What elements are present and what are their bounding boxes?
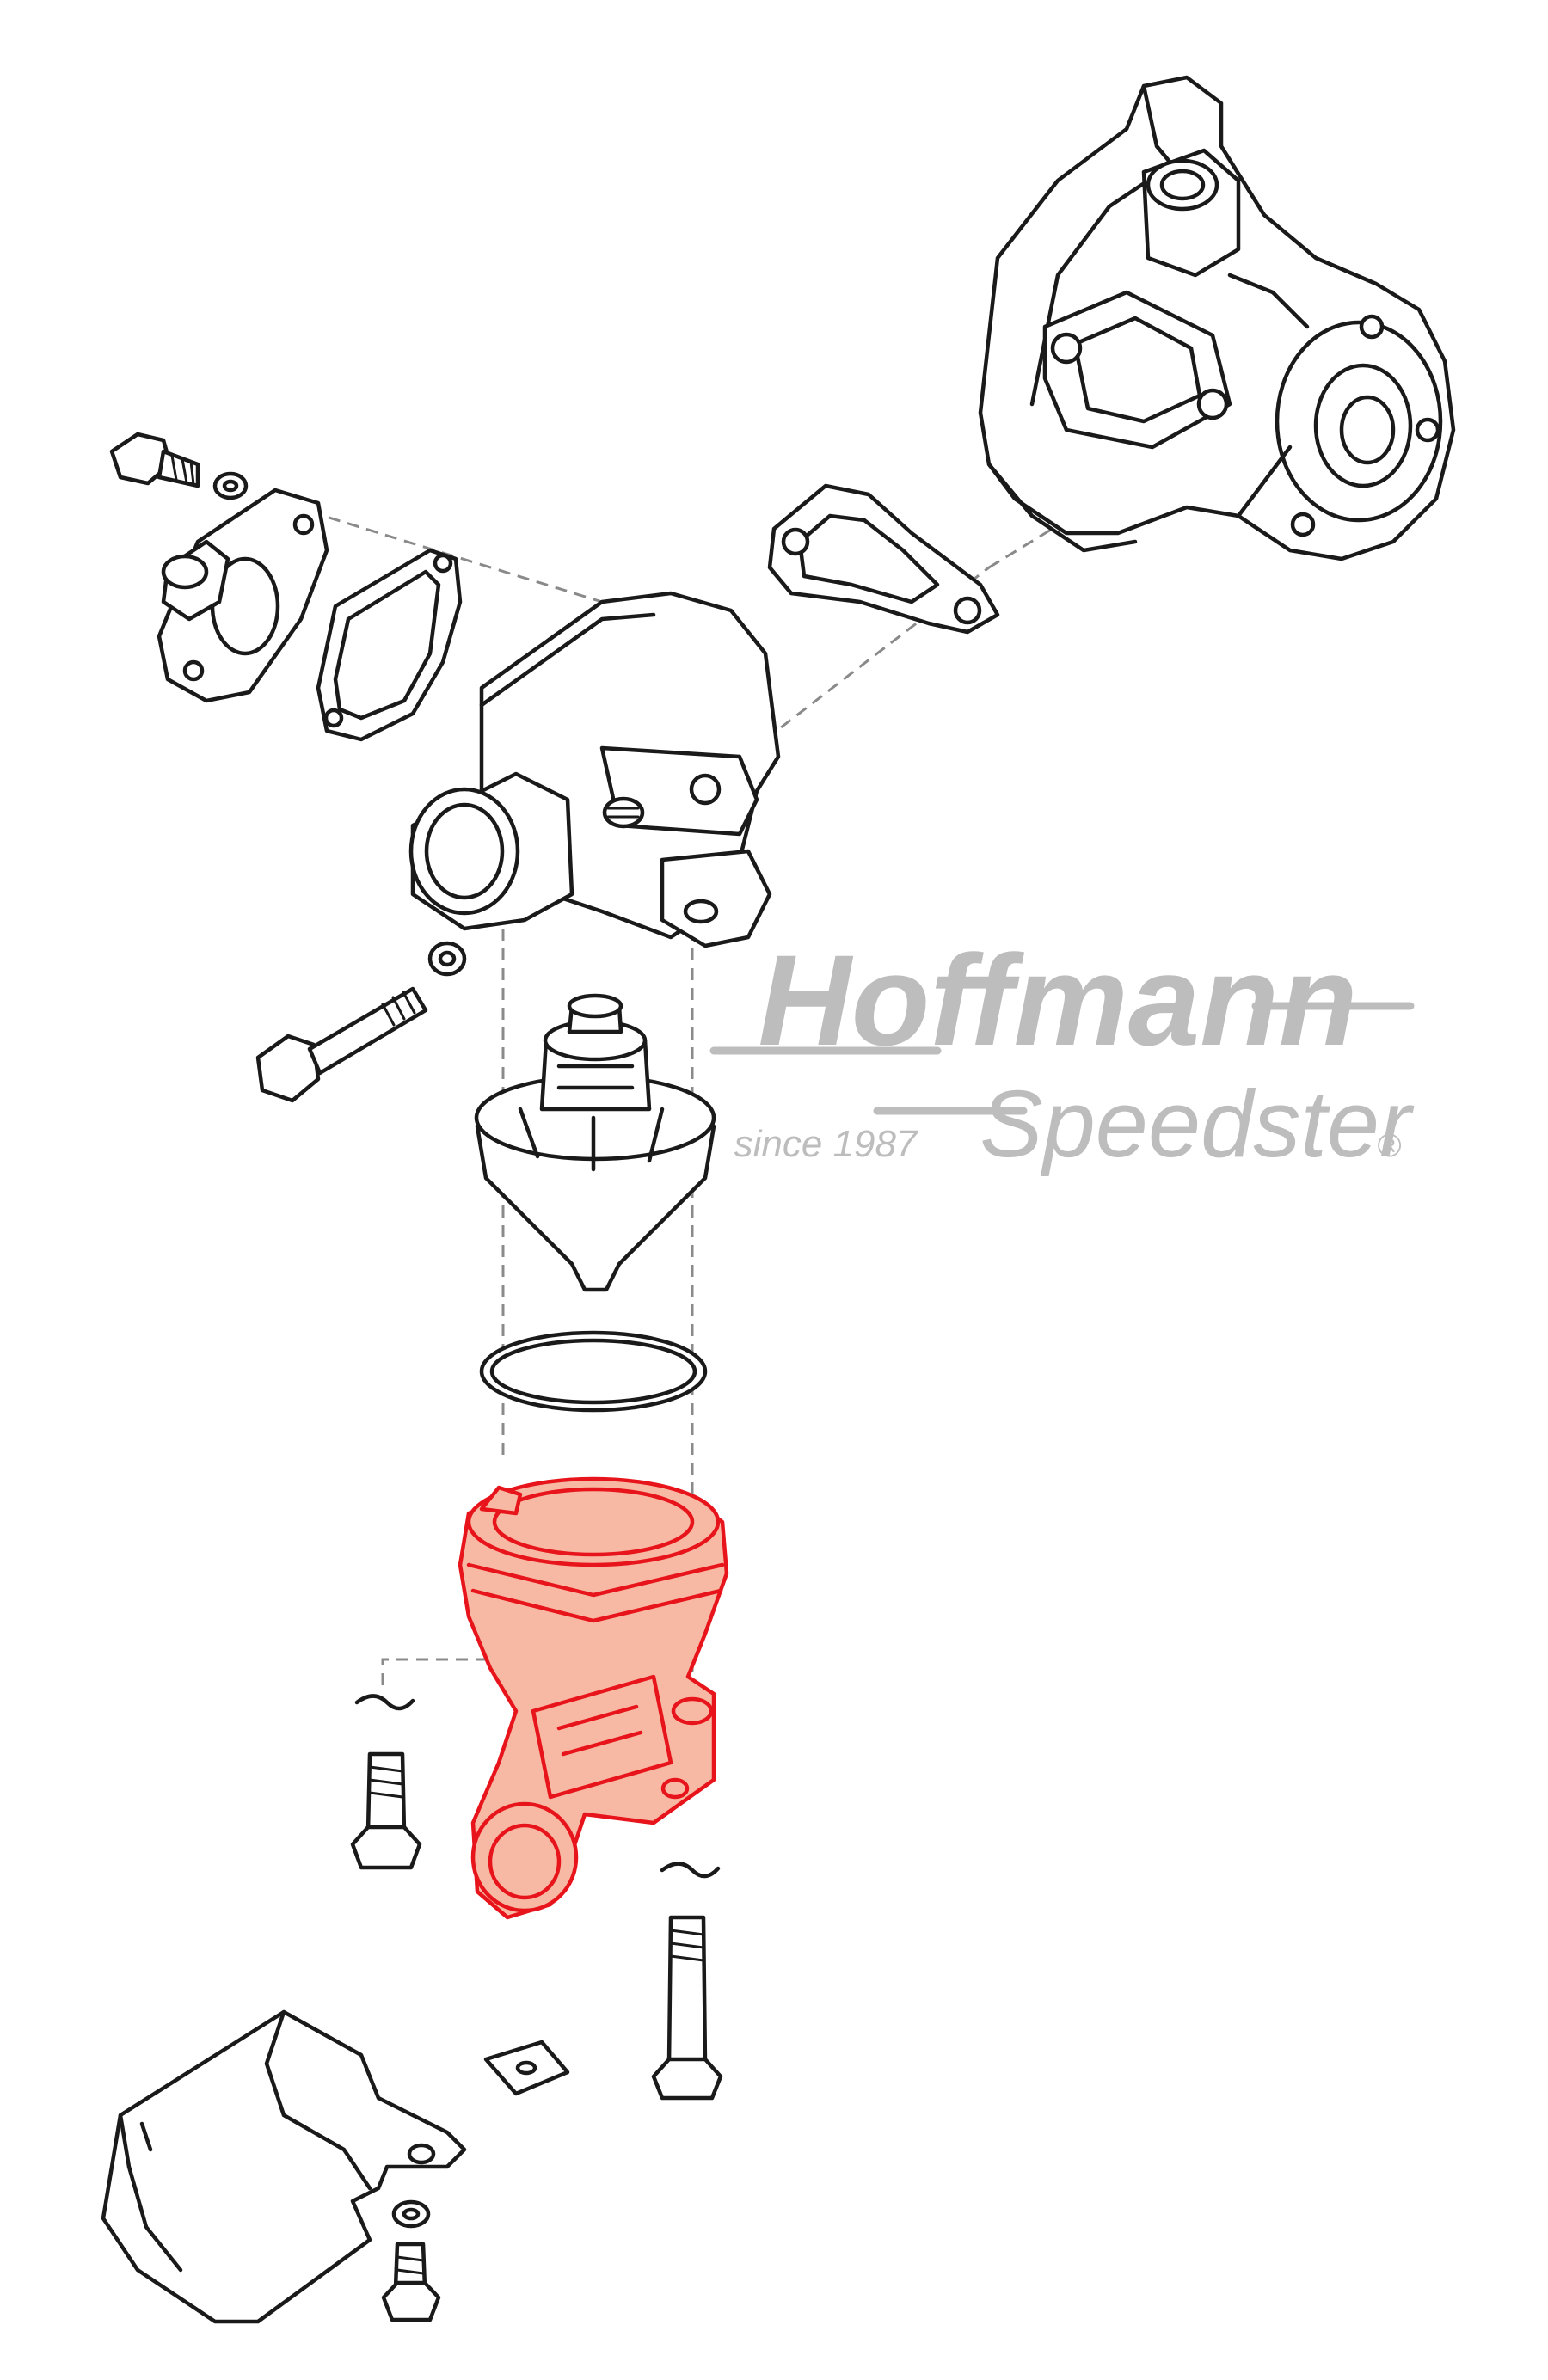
cover-flange — [157, 488, 329, 703]
clip-nut — [483, 2040, 570, 2096]
thermostat-housing-upper — [408, 591, 781, 948]
watermark-swash-lines — [710, 1002, 1415, 1115]
housing-long-bolt — [255, 941, 467, 1103]
short-bolt-left — [350, 1694, 422, 1870]
cover-bolt — [109, 432, 249, 500]
water-pump-housing — [978, 75, 1456, 561]
thermostat — [474, 993, 716, 1292]
watermark-since: since 1987 — [734, 1123, 918, 1165]
heat-shield — [101, 2009, 467, 2324]
thermostat-housing-lower-highlighted — [458, 1476, 729, 1920]
thermostat-seal-ring — [479, 1330, 708, 1413]
brand-watermark: Hoffmann Speedster since 1987 ® — [710, 928, 1415, 1177]
watermark-registered-mark: ® — [1377, 1128, 1401, 1164]
bottom-bolt — [381, 2199, 441, 2322]
watermark-brand-line2: Speedster — [980, 1071, 1415, 1177]
watermark-brand-line1: Hoffmann — [758, 928, 1357, 1072]
long-bolt-right — [651, 1862, 723, 2101]
cover-gasket — [316, 548, 463, 742]
pump-gasket — [767, 483, 1000, 635]
